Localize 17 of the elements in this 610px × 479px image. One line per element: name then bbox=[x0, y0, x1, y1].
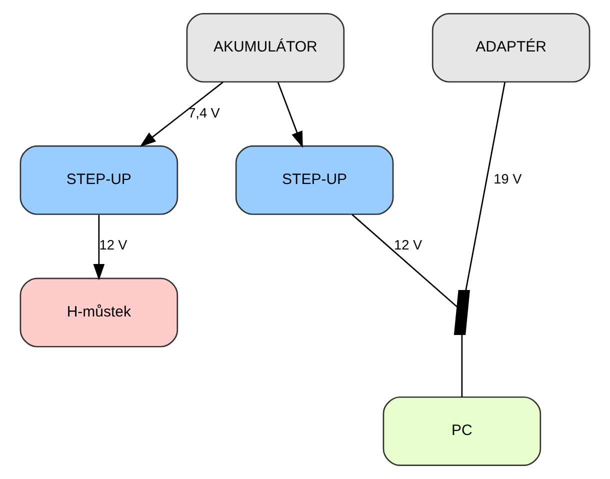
node-switch bbox=[454, 290, 470, 336]
node-box: PC bbox=[382, 396, 542, 466]
node-box: STEP-UP bbox=[235, 145, 394, 215]
node-box: H-můstek bbox=[20, 278, 178, 348]
connector bbox=[461, 334, 463, 398]
arrow bbox=[140, 82, 224, 148]
arrow bbox=[277, 82, 303, 148]
node-box: AKUMULÁTOR bbox=[186, 12, 345, 83]
edge-label: 7,4 V bbox=[188, 105, 220, 120]
node-box: STEP-UP bbox=[20, 145, 178, 215]
arrow bbox=[93, 214, 105, 280]
edge-label: 19 V bbox=[494, 172, 522, 187]
edge-label: 12 V bbox=[99, 238, 128, 253]
connector bbox=[352, 214, 458, 308]
connector bbox=[465, 82, 506, 291]
node-box: ADAPTÉR bbox=[432, 12, 590, 83]
edge-label: 12 V bbox=[394, 238, 422, 253]
